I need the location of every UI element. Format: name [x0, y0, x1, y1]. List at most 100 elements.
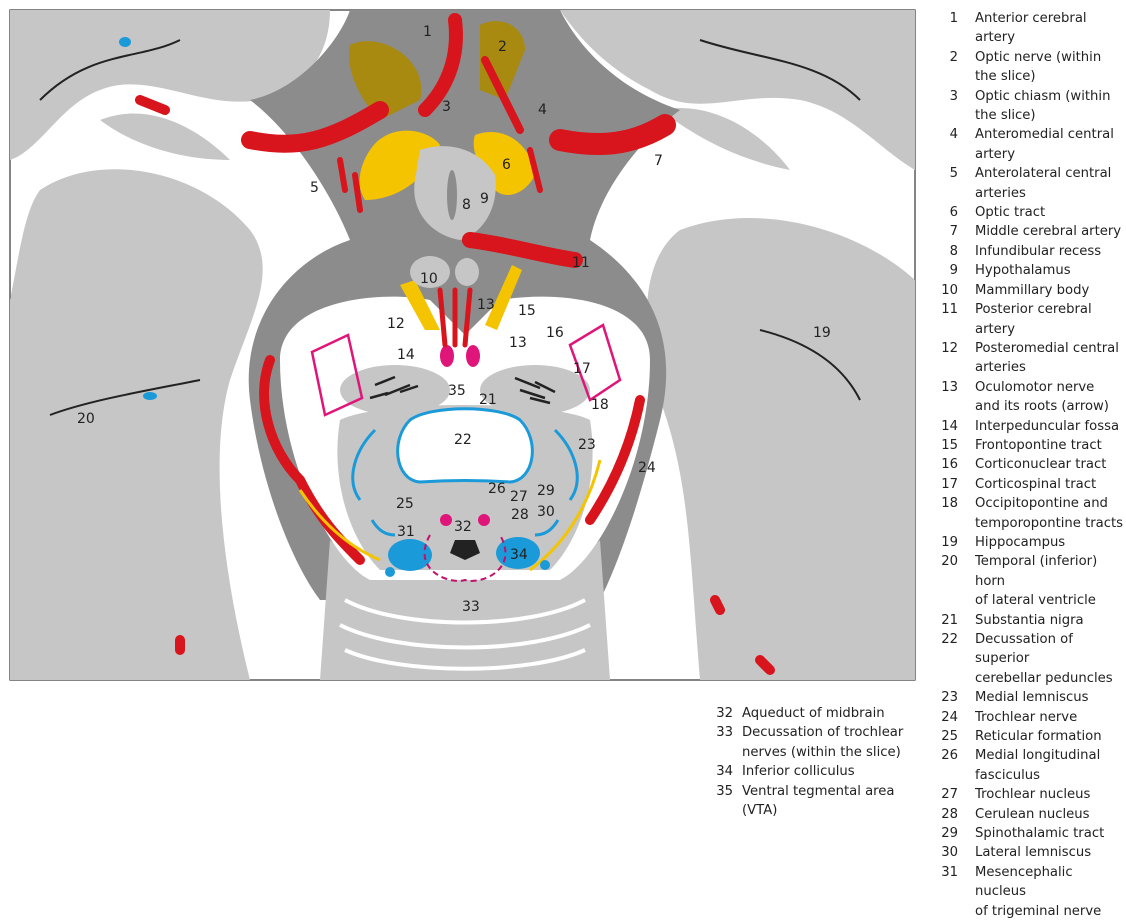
legend-text: Medial lemniscus [975, 690, 1089, 706]
legend-text: Cerulean nucleus [975, 806, 1090, 822]
legend-number: 4 [949, 127, 958, 143]
arteries [135, 13, 775, 675]
legend-number: 25 [941, 729, 958, 745]
figure-label-15: 15 [518, 303, 536, 319]
figure-label-1: 1 [423, 24, 432, 40]
figure-label-4: 4 [538, 102, 547, 118]
legend-text: Corticonuclear tract [975, 457, 1107, 473]
gray-matter-regions [10, 10, 915, 680]
nuclei [440, 345, 490, 526]
figure-label-26: 26 [488, 481, 506, 497]
inferior-colliculi [388, 537, 540, 571]
legend-text: Temporal (inferior) horn of lateral vent… [975, 554, 1098, 609]
legend-text: Anterior cerebral artery [975, 11, 1087, 46]
legend-number: 3 [949, 88, 958, 104]
figure-label-35: 35 [448, 383, 466, 399]
legend-number: 28 [941, 806, 958, 822]
figure-label-14: 14 [397, 347, 415, 363]
infundibular-recess [447, 170, 457, 220]
legend-text: Reticular formation [975, 729, 1102, 745]
figure-label-18: 18 [591, 397, 609, 413]
mammillary-bodies [410, 256, 479, 288]
veins [119, 37, 550, 577]
legend-text: Ventral tegmental area (VTA) [742, 783, 895, 819]
legend-number: 19 [941, 534, 958, 550]
legend-text: Middle cerebral artery [975, 224, 1122, 240]
legend-text: Aqueduct of midbrain [742, 706, 885, 721]
figure-label-20: 20 [77, 411, 95, 427]
figure-label-2: 2 [498, 39, 507, 55]
legend-number: 20 [941, 554, 958, 570]
legend-text: Optic tract [975, 205, 1046, 221]
figure-label-11: 11 [572, 255, 590, 271]
figure-label-29: 29 [537, 483, 555, 499]
legend-text: Decussation of superior cerebellar pedun… [975, 632, 1113, 686]
cerebellar-folia [339, 598, 591, 671]
legend-number: 21 [941, 612, 958, 628]
figure-label-5: 5 [310, 180, 319, 196]
legend-text: Corticospinal tract [975, 476, 1097, 492]
figure-label-27: 27 [510, 489, 528, 505]
legend-item: 16 Corticonuclear tract [936, 455, 1126, 474]
legend-text: Optic chiasm (within the slice) [975, 88, 1111, 124]
legend-item: 3 Optic chiasm (within the slice) [936, 87, 1126, 126]
figure-label-25: 25 [396, 496, 414, 512]
legend-number: 17 [941, 476, 958, 492]
figure-label-34: 34 [510, 547, 528, 563]
legend-item: 25 Reticular formation [936, 727, 1126, 746]
legend-item: 28 Cerulean nucleus [936, 805, 1126, 824]
legend-item: 20 Temporal (inferior) horn of lateral ve… [936, 552, 1126, 610]
legend-text: Inferior colliculus [742, 764, 855, 780]
legend-number: 29 [941, 826, 958, 842]
legend-text: Infundibular recess [975, 243, 1102, 259]
figure-label-22: 22 [454, 432, 472, 448]
legend-number: 15 [941, 437, 958, 453]
legend-number: 27 [941, 787, 958, 803]
figure-label-9: 9 [480, 191, 489, 207]
figure-label-19: 19 [813, 325, 831, 341]
legend-text: Oculomotor nerve and its roots (arrow) [975, 379, 1109, 415]
legend-number: 16 [941, 457, 958, 473]
legend-text: Posteromedial central arteries [975, 340, 1119, 376]
legend-text: Posterior cerebral artery [975, 302, 1092, 337]
figure-label-17: 17 [573, 361, 591, 377]
legend-number: 8 [949, 243, 958, 259]
legend-number: 14 [941, 418, 958, 434]
medial-lemniscus [351, 428, 579, 537]
figure-label-30: 30 [537, 504, 555, 520]
trochlear-decussation [423, 534, 507, 582]
legend-item: 11 Posterior cerebral artery [936, 300, 1126, 339]
legend-text: Spinothalamic tract [975, 826, 1105, 842]
trochlear-nerve [298, 459, 602, 572]
aqueduct [450, 540, 480, 560]
legend-item: 17 Corticospinal tract [936, 475, 1126, 494]
legend-number: 22 [941, 632, 958, 647]
legend-number: 2 [949, 49, 958, 65]
legend-text: Anterolateral central arteries [975, 166, 1112, 201]
legend-number: 11 [941, 302, 958, 318]
figure-label-6: 6 [502, 157, 511, 173]
figure-label-31: 31 [397, 524, 415, 540]
legend-number: 24 [941, 709, 958, 725]
figure-label-16: 16 [546, 325, 564, 341]
legend-item: 34 Inferior colliculus [711, 762, 903, 781]
legend-number: 34 [716, 764, 733, 780]
legend-text: Decussation of trochlear nerves (within … [742, 725, 904, 760]
legend-text: Hypothalamus [975, 263, 1071, 279]
corticospinal-tracts [310, 323, 622, 417]
